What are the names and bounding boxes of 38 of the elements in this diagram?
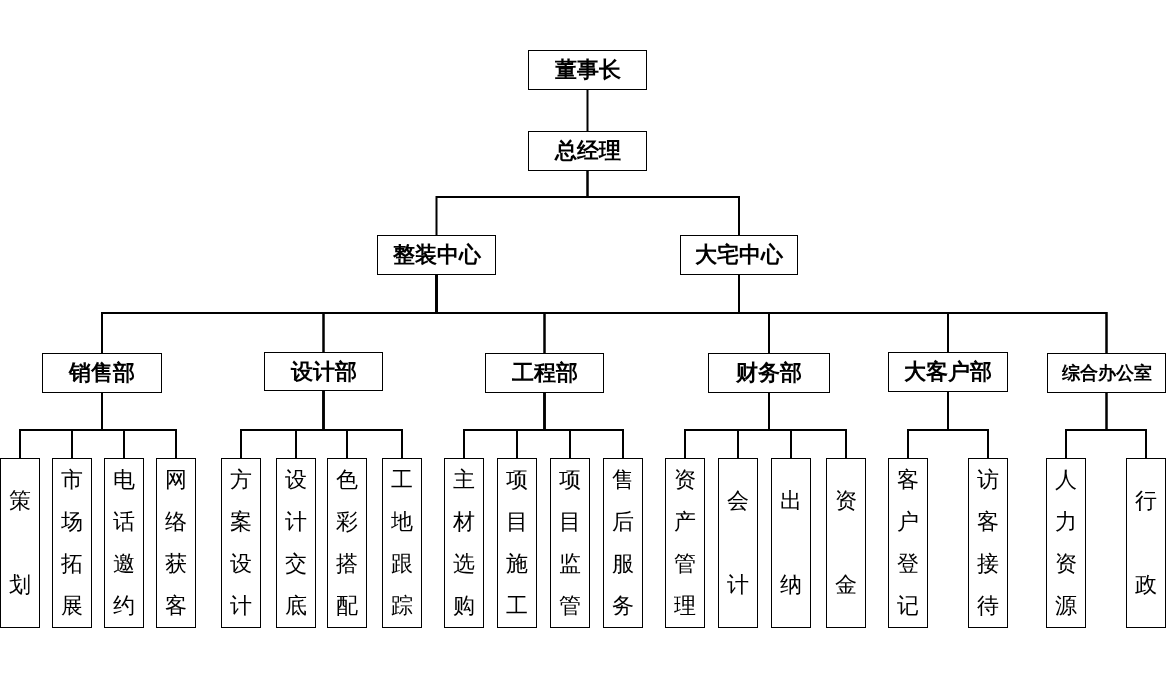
position-box: 大宅中心 xyxy=(680,235,798,275)
position-box: 销售部 xyxy=(42,353,162,393)
position-box: 大客户部 xyxy=(888,352,1008,392)
task-box: 出纳 xyxy=(771,458,811,628)
position-box: 设计部 xyxy=(264,352,383,391)
connector-line xyxy=(768,392,847,459)
task-box: 主材选购 xyxy=(444,458,484,628)
task-box: 设计交底 xyxy=(276,458,316,628)
task-box: 网络获客 xyxy=(156,458,196,628)
task-box: 项目监管 xyxy=(550,458,590,628)
position-box: 整装中心 xyxy=(377,235,496,275)
position-box: 总经理 xyxy=(528,131,647,171)
task-box: 会计 xyxy=(718,458,758,628)
task-box: 方案设计 xyxy=(221,458,261,628)
position-box: 董事长 xyxy=(528,50,647,90)
connector-line xyxy=(543,392,624,459)
task-box: 资产管理 xyxy=(665,458,705,628)
connector-line xyxy=(586,89,589,132)
task-box: 电话邀约 xyxy=(104,458,144,628)
task-box: 资金 xyxy=(826,458,866,628)
task-box: 人力资源 xyxy=(1046,458,1086,628)
task-box: 客户登记 xyxy=(888,458,928,628)
connector-line xyxy=(1105,392,1147,459)
task-box: 色彩搭配 xyxy=(327,458,367,628)
task-box: 市场拓展 xyxy=(52,458,92,628)
task-box: 访客接待 xyxy=(968,458,1008,628)
task-box: 项目施工 xyxy=(497,458,537,628)
task-box: 工地跟踪 xyxy=(382,458,422,628)
position-box: 工程部 xyxy=(485,353,604,393)
position-box: 综合办公室 xyxy=(1047,353,1166,393)
connector-line xyxy=(101,392,177,459)
task-box: 售后服务 xyxy=(603,458,643,628)
connector-line xyxy=(586,170,740,236)
task-box: 策划 xyxy=(0,458,40,628)
task-box: 行政 xyxy=(1126,458,1166,628)
connector-line xyxy=(947,391,989,459)
connector-line xyxy=(322,390,403,459)
position-box: 财务部 xyxy=(708,353,830,393)
